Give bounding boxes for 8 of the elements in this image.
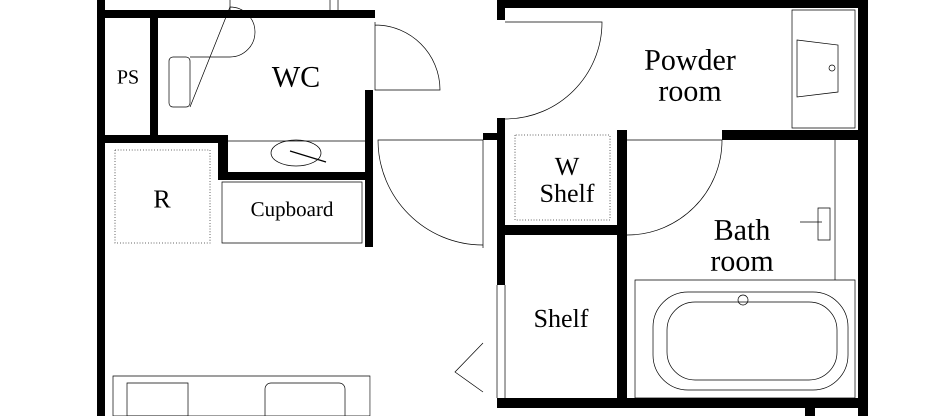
room-label: Powder room	[645, 48, 736, 102]
room-label: Cupboard	[251, 201, 334, 221]
room-label: Shelf	[535, 308, 588, 328]
room-label: WC	[272, 66, 319, 88]
room-label: Bath room	[710, 218, 774, 272]
room-label: W Shelf	[541, 158, 594, 202]
room-label: R	[154, 190, 171, 208]
room-label: PS	[117, 70, 138, 84]
